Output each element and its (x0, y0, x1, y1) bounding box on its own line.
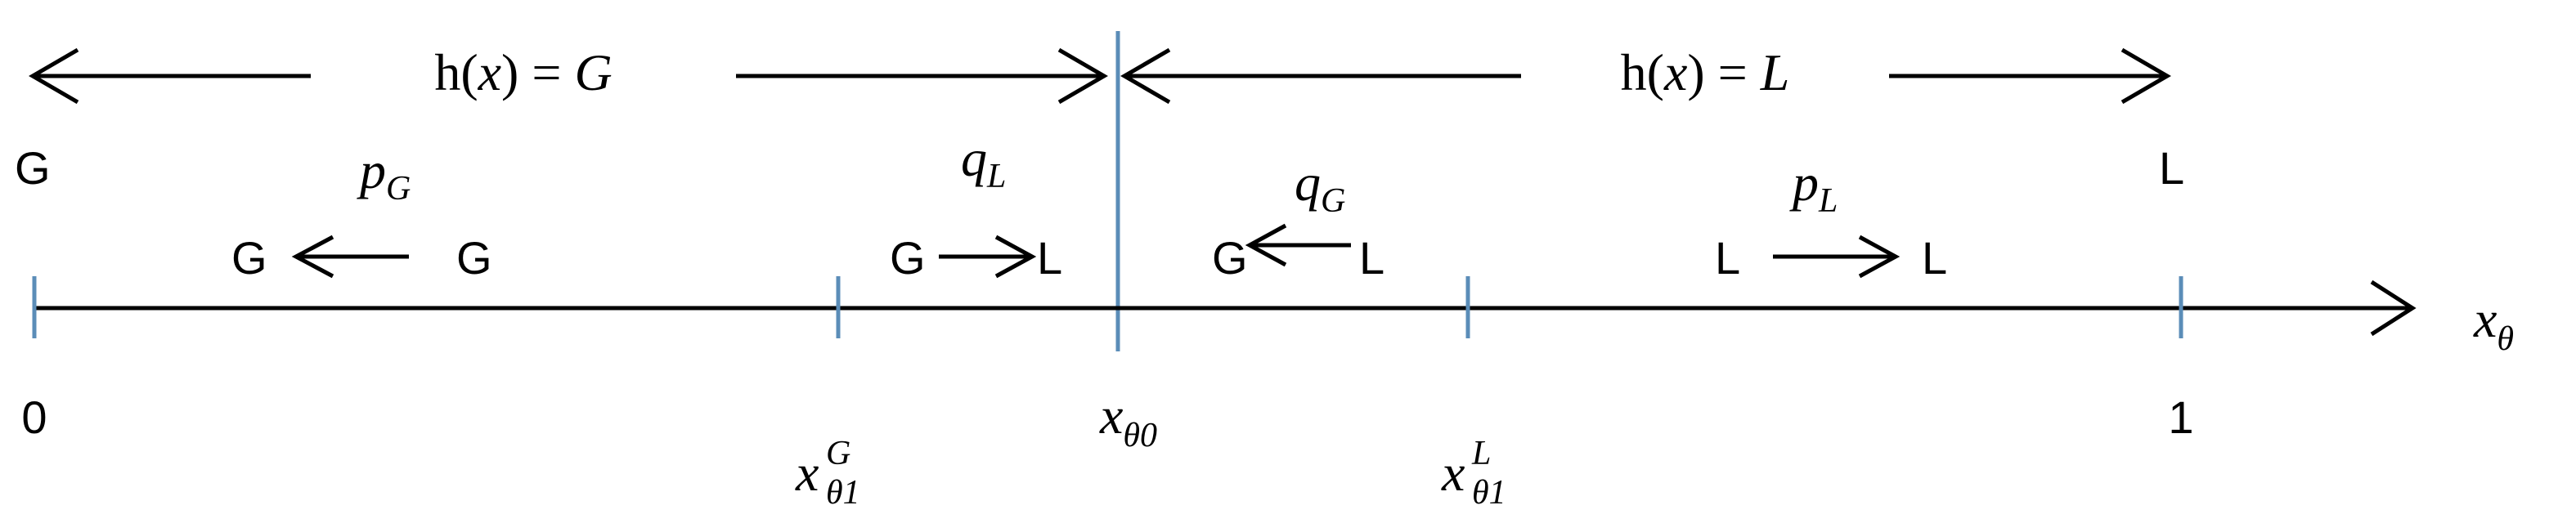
axis-variable-label: xθ (2473, 290, 2514, 358)
ql-to-state: L (1037, 232, 1062, 284)
region-g-right-arrowhead (1057, 47, 1108, 105)
pl-to-state: L (1922, 232, 1947, 284)
qg-arrowhead (1245, 223, 1287, 267)
region-l-left-arrowhead (1120, 47, 1171, 105)
region-g-arrow (29, 47, 1108, 105)
tick-label-x1l-sup: L (1471, 435, 1491, 472)
ql-arrowhead (994, 235, 1037, 279)
tick-label-x1g-sub: θ1 (826, 474, 860, 512)
pg-symbol: pG (357, 141, 411, 208)
corner-label-g: G (15, 142, 51, 194)
qg-symbol: qG (1295, 154, 1345, 220)
corner-label-l: L (2159, 142, 2184, 194)
tick-label-x1l-sub: θ1 (1472, 474, 1506, 512)
region-l-arrow (1120, 47, 2171, 105)
pg-arrowhead (291, 235, 334, 279)
ql-symbol: qL (961, 129, 1006, 195)
tick-label-x1g: x (795, 444, 819, 502)
tick-label-x1l: x (1441, 444, 1465, 502)
tick-label-x1g-sup: G (826, 435, 850, 472)
region-l-label: h(x) = L (1621, 43, 1790, 101)
tick-label-x0: xθ0 (1099, 387, 1157, 454)
pg-from-state: G (456, 232, 492, 284)
tick-label-zero: 0 (21, 391, 47, 443)
region-l-right-arrowhead (2120, 47, 2171, 105)
tick-label-one: 1 (2168, 391, 2193, 443)
ql-from-state: G (890, 232, 926, 284)
region-g-label: h(x) = G (434, 43, 612, 101)
pl-arrowhead (1858, 235, 1901, 279)
pg-to-state: G (231, 232, 267, 284)
pl-from-state: L (1715, 232, 1740, 284)
pl-symbol: pL (1789, 154, 1838, 220)
qg-from-state: L (1359, 232, 1384, 284)
x-axis-arrowhead (2370, 279, 2417, 337)
region-g-left-arrowhead (29, 47, 79, 105)
qg-to-state: G (1212, 232, 1248, 284)
